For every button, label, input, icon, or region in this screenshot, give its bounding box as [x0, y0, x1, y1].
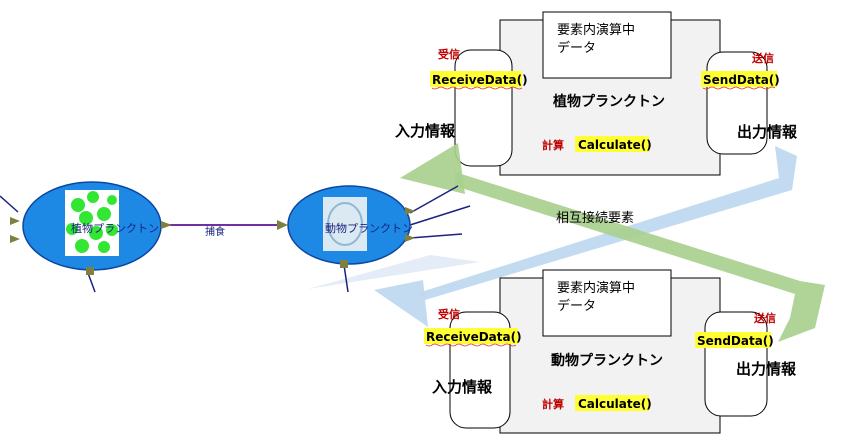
- zooplankton-label: 動物プランクトン: [325, 221, 413, 235]
- top-send-highlight: [701, 71, 777, 87]
- bottom-send-method: SendData(): [697, 334, 774, 348]
- bottom-receive-method: ReceiveData(): [426, 330, 522, 344]
- top-receive-method: ReceiveData(): [432, 73, 528, 87]
- bottom-send-tag: 送信: [753, 311, 776, 325]
- top-send-tag: 送信: [751, 51, 774, 65]
- bottom-output-label: 出力情報: [736, 360, 797, 378]
- top-send-method: SendData(): [703, 73, 780, 87]
- top-internal-data-label-1: 要素内演算中: [557, 22, 635, 38]
- top-component-block: 要素内演算中 データ 受信 ReceiveData() 送信 SendData(…: [395, 11, 798, 176]
- bottom-calc-highlight: [575, 395, 649, 411]
- bottom-internal-data-label-1: 要素内演算中: [557, 280, 635, 296]
- interconnect-label: 相互接続要素: [556, 210, 634, 226]
- blue-connector-arrowhead: [374, 280, 428, 327]
- top-input-label: 入力情報: [395, 122, 456, 140]
- bottom-receive-tag: 受信: [438, 307, 460, 321]
- blue-connector-body: [418, 146, 797, 300]
- top-element-name: 植物プランクトン: [552, 93, 665, 110]
- bottom-send-highlight: [695, 332, 771, 348]
- shadow-band: [308, 255, 480, 289]
- phytoplankton-cells: [66, 191, 118, 253]
- phytoplankton-label: 植物プランクトン: [71, 221, 159, 235]
- node-ports: [10, 207, 415, 275]
- predation-label: 捕食: [205, 225, 225, 238]
- top-receive-highlight: [430, 71, 522, 87]
- top-output-label: 出力情報: [737, 123, 798, 141]
- bottom-internal-data-label-2: データ: [557, 298, 596, 314]
- bottom-internal-data-box: [542, 269, 672, 337]
- top-calc-tag: 計算: [542, 138, 564, 152]
- green-connector-arrowhead: [400, 143, 465, 194]
- bottom-receive-highlight: [424, 328, 518, 344]
- zooplankton-image: [323, 197, 367, 251]
- bottom-calc-method: Calculate(): [578, 397, 652, 411]
- top-calc-method: Calculate(): [578, 138, 652, 152]
- zooplankton-shape-icon: [327, 202, 363, 246]
- network-graph: 捕食 植物プランクトン 動物プランクトン: [0, 181, 471, 293]
- top-calc-highlight: [575, 136, 649, 152]
- top-receive-panel: [454, 49, 513, 167]
- bottom-component-block: 要素内演算中 データ 受信 ReceiveData() 送信 SendData(…: [424, 269, 797, 434]
- top-receive-tag: 受信: [438, 47, 460, 61]
- top-internal-data-label-2: データ: [557, 40, 596, 56]
- green-connector-body: [455, 172, 825, 342]
- bottom-element-name: 動物プランクトン: [551, 352, 663, 369]
- top-internal-data-box: [542, 11, 672, 79]
- bottom-calc-tag: 計算: [542, 397, 564, 411]
- bottom-input-label: 入力情報: [432, 378, 493, 396]
